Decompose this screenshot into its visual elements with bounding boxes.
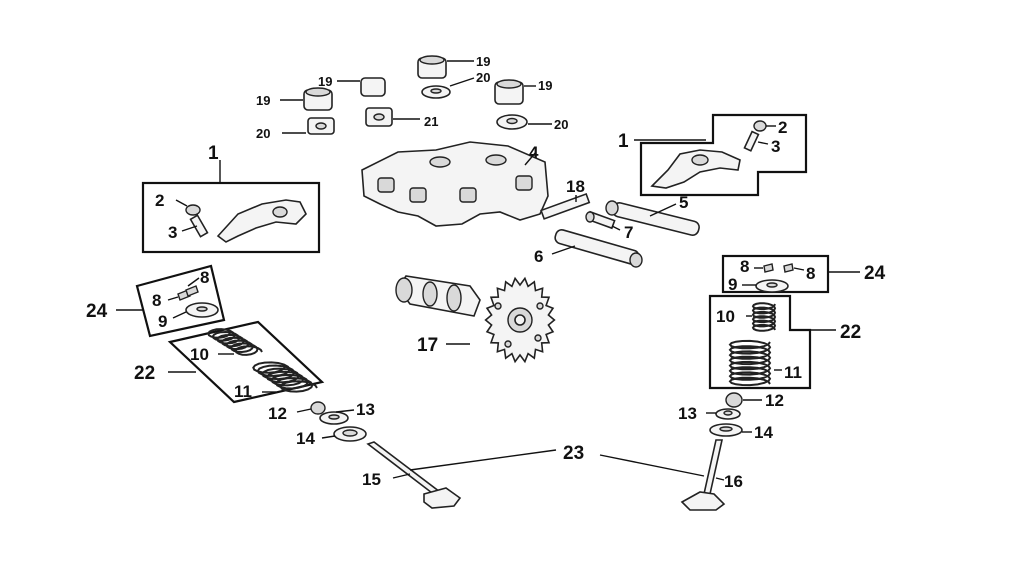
screw-right: 3 [743, 130, 780, 156]
washer-20-top: 20 [421, 70, 490, 99]
retainer-left: 9 [158, 302, 219, 331]
label-20-right: 20 [554, 117, 568, 132]
label-7: 7 [624, 223, 633, 242]
nut-19-right: 19 [494, 78, 552, 105]
label-13-right: 13 [678, 404, 697, 423]
nut-19-top: 19 [417, 54, 490, 79]
label-10-right: 10 [716, 307, 735, 326]
rocker-arm-box-right [639, 113, 808, 197]
label-8-right-a: 8 [740, 257, 749, 276]
stem-seal-right: 12 [725, 391, 784, 410]
washer-right: 14 [709, 423, 773, 442]
label-2-left: 2 [155, 191, 164, 210]
label-12-right: 12 [765, 391, 784, 410]
label-11-right: 11 [784, 363, 802, 382]
label-19-right: 19 [538, 78, 552, 93]
label-15: 15 [362, 470, 381, 489]
label-22-left: 22 [134, 363, 155, 384]
rocker-holder: 4 [361, 141, 549, 227]
nut-19-left: 19 [318, 74, 386, 97]
retainer-right: 9 [728, 275, 789, 294]
washer-20-left: 20 [256, 117, 335, 141]
screw-left: 3 [168, 214, 209, 242]
label-24-left: 24 [86, 301, 108, 322]
label-23: 23 [563, 443, 584, 464]
label-19-top: 19 [476, 54, 490, 69]
outer-spring-right: 11 [728, 339, 802, 387]
label-1-right: 1 [618, 131, 629, 152]
label-9-left: 9 [158, 312, 167, 331]
cotter-left: 8 8 [152, 268, 209, 310]
cotter-set-box-left [135, 264, 226, 338]
rocker-arm-box-left [141, 181, 321, 254]
outer-spring-left: 11 [234, 361, 318, 401]
bolt-7: 7 [585, 210, 633, 242]
label-10-left: 10 [190, 345, 209, 364]
stem-seal-left: 12 [268, 401, 326, 423]
label-1-left: 1 [208, 143, 219, 164]
exhaust-valve: 16 [680, 439, 743, 511]
washer-left: 14 [296, 426, 367, 448]
label-17: 17 [417, 335, 438, 356]
cotter-right: 8 8 [740, 257, 815, 283]
nut-19-far-left: 19 [256, 87, 333, 111]
seat-left: 13 [319, 400, 375, 425]
camshaft: 17 [395, 275, 556, 364]
pin-18: 18 [540, 177, 591, 220]
label-4: 4 [529, 143, 539, 162]
label-24-right: 24 [864, 263, 886, 284]
label-5: 5 [679, 193, 688, 212]
leader-23-left [409, 449, 557, 471]
rocker-shaft-6: 6 [534, 229, 643, 268]
leader-23-right [599, 454, 705, 477]
label-3-left: 3 [168, 223, 177, 242]
label-11-left: 11 [234, 382, 252, 401]
label-6: 6 [534, 247, 543, 266]
label-8-left-side: 8 [152, 291, 161, 310]
label-8-left-top: 8 [200, 268, 209, 287]
seat-right: 13 [678, 404, 741, 423]
nut-left: 2 [155, 191, 201, 216]
label-16: 16 [724, 472, 743, 491]
rocker-shaft-5: 5 [605, 193, 700, 236]
nut-right: 2 [753, 118, 787, 137]
label-9-right: 9 [728, 275, 737, 294]
label-12-left: 12 [268, 404, 287, 423]
label-2-right: 2 [778, 118, 787, 137]
rocker-arm-left [216, 199, 307, 243]
washer-20-right: 20 [496, 114, 568, 132]
washer-21: 21 [365, 107, 438, 129]
inner-spring-left: 10 [190, 328, 263, 364]
label-22-right: 22 [840, 322, 861, 343]
label-21: 21 [424, 114, 438, 129]
label-8-right-b: 8 [806, 264, 815, 283]
label-20-top: 20 [476, 70, 490, 85]
label-13-left: 13 [356, 400, 375, 419]
label-14-right: 14 [754, 423, 773, 442]
intake-valve: 15 [362, 441, 462, 509]
label-19-far-left: 19 [256, 93, 270, 108]
label-18: 18 [566, 177, 585, 196]
label-20-left: 20 [256, 126, 270, 141]
label-3-right: 3 [771, 137, 780, 156]
rocker-arm-right [650, 149, 741, 189]
label-14-left: 14 [296, 429, 315, 448]
inner-spring-right: 10 [716, 302, 777, 332]
spring-set-box-left [167, 320, 325, 404]
label-19-left: 19 [318, 74, 332, 89]
